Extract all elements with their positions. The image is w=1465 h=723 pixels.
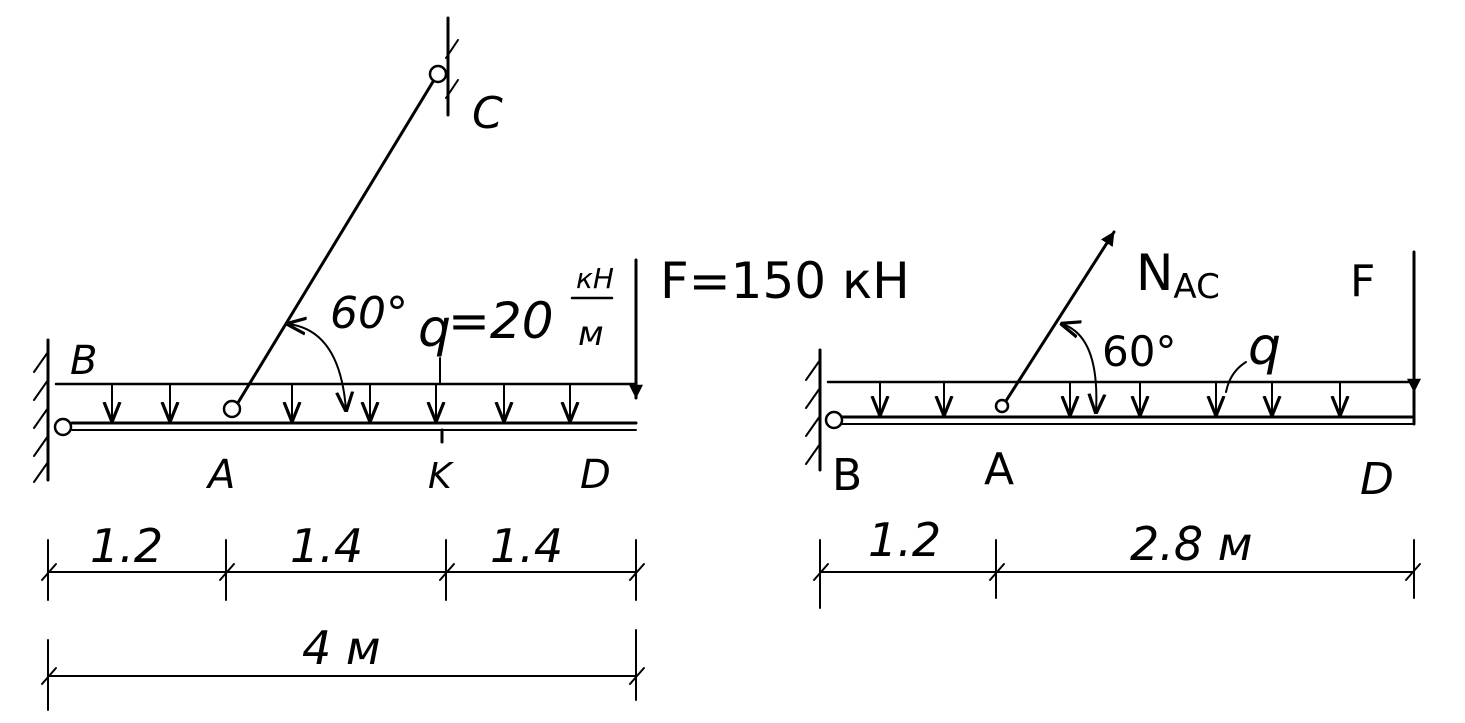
right-label-A: A [984, 444, 1014, 495]
left-angle-label: 60° [330, 288, 408, 339]
left-total-label: 4 м [302, 621, 381, 675]
right-diagram: B A D NAC 60° q F 1.2 2.8 м [805, 230, 1421, 609]
right-reaction-main: N [1136, 244, 1173, 302]
left-rod-AC [234, 78, 436, 408]
left-hinge-B [53, 417, 73, 437]
left-wall-support [33, 338, 50, 483]
right-force-label: F [1350, 256, 1375, 307]
left-dim-label-2: 1.4 [290, 519, 363, 573]
right-reaction-sub: AC [1173, 267, 1219, 307]
right-wall-support [805, 348, 822, 472]
left-hinge-C [428, 64, 448, 84]
left-load-value: =20 [448, 292, 554, 350]
left-support-C [445, 16, 459, 117]
left-force-label: F=150 кН [660, 252, 910, 310]
left-load-unit-num: кН [576, 262, 614, 295]
left-beam [70, 421, 638, 431]
right-label-D: D [1360, 454, 1394, 505]
left-label-A: A [205, 452, 235, 498]
right-load-leader [1225, 361, 1247, 393]
left-dimension-row [41, 539, 645, 601]
left-label-B: B [70, 338, 97, 384]
left-angle-arc [288, 324, 346, 410]
right-reaction-arrow [1002, 230, 1116, 406]
left-dim-label-1: 1.2 [90, 519, 163, 573]
right-hinge-A [994, 398, 1010, 414]
right-dim-label-2: 2.8 м [1130, 517, 1252, 571]
right-load-label: q [1248, 317, 1281, 377]
right-angle-arc [1062, 324, 1096, 412]
right-hinge-B [824, 410, 844, 430]
right-beam [840, 382, 1416, 426]
left-diagram: B A C K D 60° q =20 кН м F=150 кН 1.2 1.… [33, 16, 910, 711]
left-label-C: C [472, 88, 503, 139]
right-dimension-row [813, 539, 1421, 609]
right-dim-label-1: 1.2 [868, 513, 941, 567]
left-load-unit-den: м [578, 314, 604, 354]
left-label-K: K [428, 456, 454, 497]
left-label-D: D [580, 452, 611, 498]
right-angle-label: 60° [1102, 327, 1176, 376]
right-reaction-label: NAC [1136, 244, 1220, 307]
left-dim-label-3: 1.4 [490, 519, 563, 573]
right-distributed-load [826, 380, 1416, 414]
left-total-dimension [41, 629, 645, 711]
left-hinge-A [222, 399, 242, 419]
left-load-symbol: q [418, 299, 451, 359]
right-label-B: B [832, 450, 862, 501]
